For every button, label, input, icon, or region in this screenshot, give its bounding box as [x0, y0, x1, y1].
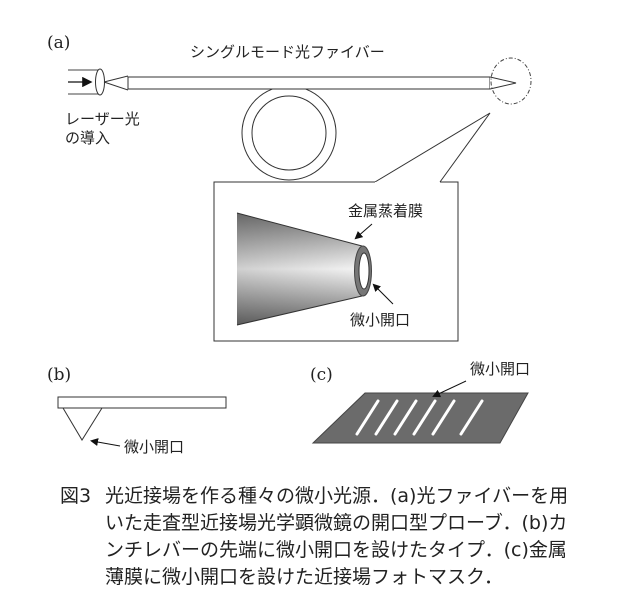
tip-highlight-circle: [490, 57, 532, 105]
cantilever: [57, 396, 227, 409]
panel-c: (c) 微小開口: [310, 360, 530, 444]
cantilever-tip: [62, 407, 103, 441]
laser-label-line2: の導入: [65, 129, 110, 147]
lens-icon: [95, 68, 105, 96]
laser-label-line1: レーザー光: [65, 110, 140, 128]
photomask-slits: [355, 399, 484, 436]
inset-aperture-label: 微小開口: [350, 311, 410, 329]
callout-pointer: [374, 112, 491, 183]
cantilever-aperture-arrow: [90, 438, 121, 447]
caption-line-4: 薄膜に微小開口を設けた近接場フォトマスク．: [105, 566, 503, 588]
photomask-aperture-label: 微小開口: [470, 360, 530, 378]
panel-a-label: (a): [47, 33, 70, 53]
caption-line-1: 光近接場を作る種々の微小光源．(a)光ファイバーを用: [105, 485, 568, 507]
photomask-aperture-arrow: [432, 380, 467, 398]
panel-b-label: (b): [47, 365, 71, 385]
fiber-loop: [241, 85, 337, 181]
inset-aperture-arrow: [372, 283, 394, 305]
panel-b: (b) 微小開口: [47, 365, 227, 456]
cantilever-aperture-label: 微小開口: [124, 438, 184, 456]
figure-caption: 図3 光近接場を作る種々の微小光源．(a)光ファイバーを用 いた走査型近接場光学…: [60, 485, 568, 588]
figure-number: 図3: [60, 485, 91, 507]
caption-line-3: ンチレバーの先端に微小開口を設けたタイプ．(c)金属: [105, 539, 567, 561]
coupling-cone: [103, 75, 129, 91]
panel-c-label: (c): [310, 365, 333, 385]
fiber-label: シングルモード光ファイバー: [190, 43, 385, 61]
coating-arrow: [354, 223, 373, 240]
probe-tip-inset: [236, 212, 372, 326]
panel-a: (a) シングルモード光ファイバー レーザー光 の導入: [47, 33, 532, 342]
optical-fiber: [127, 76, 517, 90]
coating-label: 金属蒸着膜: [348, 202, 423, 220]
laser-input-icon: [68, 69, 98, 95]
caption-line-2: いた走査型近接場光学顕微鏡の開口型プローブ．(b)カ: [105, 511, 567, 534]
photomask: [311, 392, 529, 444]
